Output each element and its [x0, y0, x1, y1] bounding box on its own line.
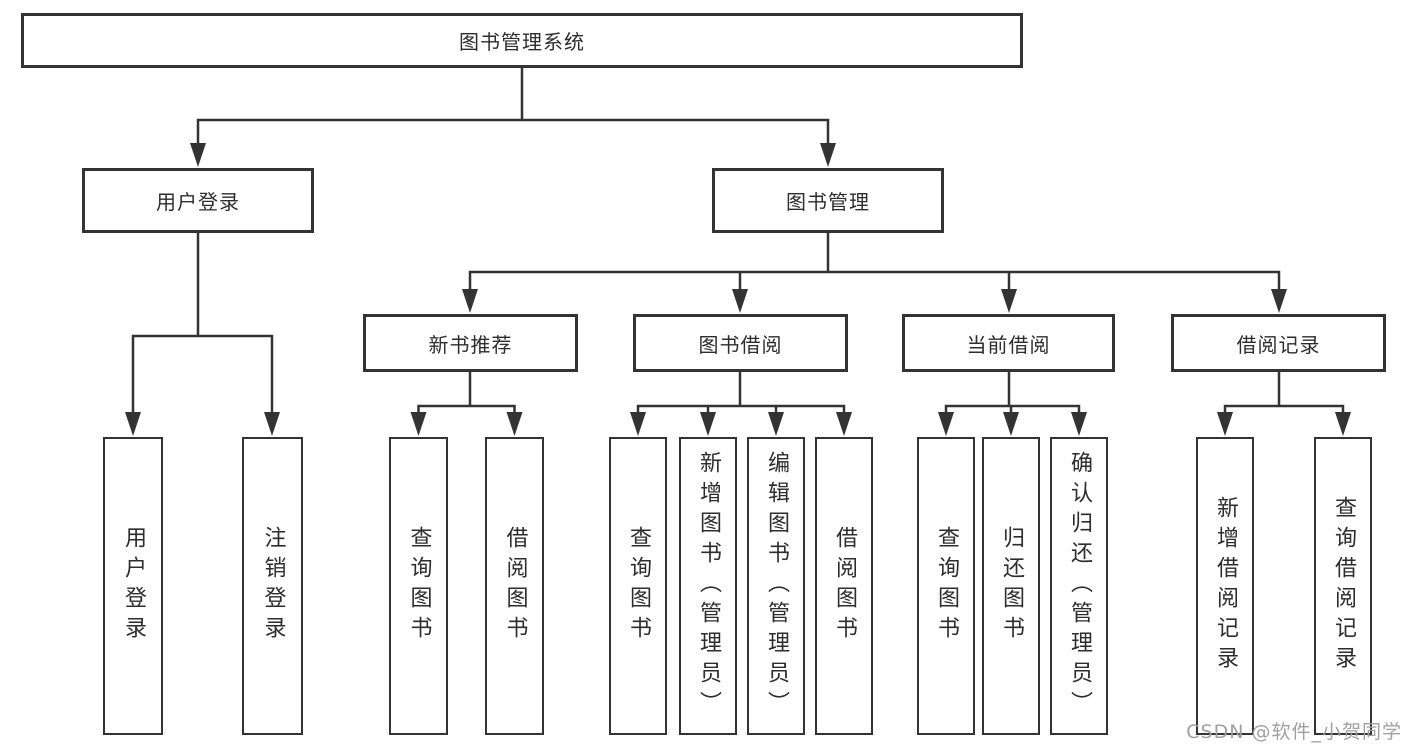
node-current-borrowing: 当前借阅 — [902, 314, 1115, 372]
node-book-management-label: 图书管理 — [786, 190, 870, 214]
leaf-logout-label: 注销登录 — [260, 526, 286, 646]
leaf-user-login: 用户登录 — [103, 437, 163, 735]
leaf-current-return-books-label: 归还图书 — [999, 526, 1024, 646]
leaf-borrowing-query-books-label: 查询图书 — [626, 526, 651, 646]
leaf-borrowing-add-books-admin: 新增图书（管理员） — [679, 437, 737, 735]
leaf-current-return-books: 归还图书 — [982, 437, 1040, 735]
node-current-borrowing-label: 当前借阅 — [966, 332, 1051, 357]
leaf-recommend-query-books: 查询图书 — [389, 437, 448, 735]
leaf-current-query-books-label: 查询图书 — [934, 526, 959, 646]
leaf-logout: 注销登录 — [242, 437, 303, 735]
leaf-recommend-borrow-books-label: 借阅图书 — [502, 526, 528, 646]
node-user-login-label: 用户登录 — [156, 190, 240, 214]
node-book-management: 图书管理 — [712, 168, 944, 233]
node-borrowing-records: 借阅记录 — [1171, 314, 1386, 372]
leaf-records-query-record-label: 查询借阅记录 — [1331, 496, 1356, 676]
leaf-borrowing-add-books-admin-label: 新增图书（管理员） — [696, 451, 721, 721]
node-book-borrowing: 图书借阅 — [633, 314, 848, 372]
leaf-records-add-record-label: 新增借阅记录 — [1213, 496, 1238, 676]
leaf-borrowing-query-books: 查询图书 — [609, 437, 667, 735]
leaf-user-login-label: 用户登录 — [121, 526, 146, 646]
leaf-borrowing-edit-books-admin-label: 编辑图书（管理员） — [764, 451, 789, 721]
arrowheads — [125, 143, 1351, 436]
leaf-current-confirm-return-admin-label: 确认归还（管理员） — [1067, 451, 1092, 721]
node-root-label: 图书管理系统 — [459, 30, 585, 54]
connector-path — [131, 66, 1345, 416]
node-new-book-recommendation-label: 新书推荐 — [428, 332, 513, 357]
leaf-current-query-books: 查询图书 — [917, 437, 975, 735]
leaf-borrowing-edit-books-admin: 编辑图书（管理员） — [747, 437, 805, 735]
leaf-borrowing-borrow-books: 借阅图书 — [815, 437, 873, 735]
node-root: 图书管理系统 — [21, 13, 1023, 68]
node-new-book-recommendation: 新书推荐 — [363, 314, 578, 372]
watermark-text: CSDN @软件_小贺同学 — [1186, 721, 1402, 743]
node-user-login: 用户登录 — [82, 168, 314, 233]
leaf-records-add-record: 新增借阅记录 — [1196, 437, 1254, 735]
leaf-recommend-query-books-label: 查询图书 — [406, 526, 432, 646]
leaf-current-confirm-return-admin: 确认归还（管理员） — [1050, 437, 1108, 735]
leaf-borrowing-borrow-books-label: 借阅图书 — [832, 526, 857, 646]
node-borrowing-records-label: 借阅记录 — [1236, 332, 1321, 357]
node-book-borrowing-label: 图书借阅 — [698, 332, 783, 357]
leaf-recommend-borrow-books: 借阅图书 — [485, 437, 544, 735]
leaf-records-query-record: 查询借阅记录 — [1314, 437, 1372, 735]
